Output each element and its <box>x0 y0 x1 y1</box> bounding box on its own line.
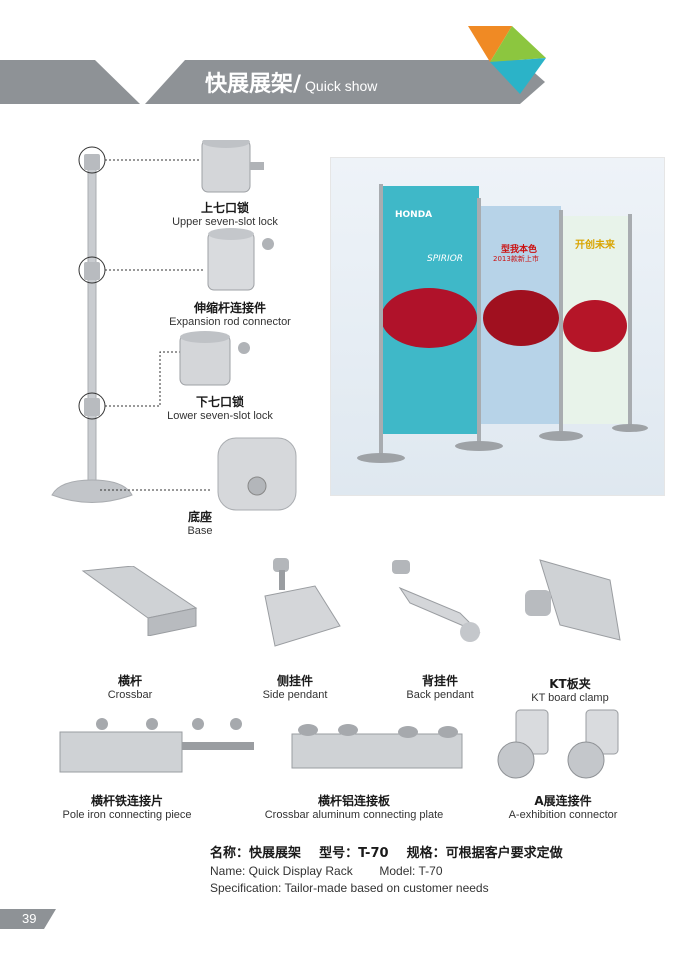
logo-triangles <box>468 26 546 94</box>
a-exhibition-connector-image <box>497 709 619 779</box>
part-base: 底座 Base <box>187 510 213 537</box>
part-expansion-connector: 伸缩杆连接件 Expansion rod connector <box>169 301 291 328</box>
pole-iron-piece-image <box>59 718 254 773</box>
product-specs: 名称：快展展架 型号：T-70 规格：可根据客户要求定做 Name: Quick… <box>210 842 563 895</box>
acc-back-pendant: 背挂件 Back pendant <box>406 674 474 701</box>
acc-pole-iron-piece: 横杆铁连接片 Pole iron connecting piece <box>62 794 192 821</box>
acc-side-pendant: 侧挂件 Side pendant <box>262 674 328 701</box>
kt-clamp-image <box>525 559 621 641</box>
side-pendant-image <box>264 558 341 647</box>
crossbar-image <box>81 566 198 636</box>
title-band <box>0 60 545 104</box>
photo-brand: HONDA <box>395 210 433 220</box>
acc-kt-clamp: KT板夹 KT board clamp <box>531 677 609 704</box>
acc-a-exhibition-connector: A展连接件 A-exhibition connector <box>508 794 618 821</box>
page-number: 39 <box>0 909 56 929</box>
specs-name-model: Name: Quick Display Rack Model: T-70 <box>210 864 443 878</box>
part-upper-lock: 上七口锁 Upper seven-slot lock <box>172 201 278 228</box>
product-photo: HONDA SPIRIOR 型我本色 2013款新上市 开创未来 <box>330 157 665 496</box>
aluminum-plate-image <box>291 724 463 769</box>
specs-specification: Specification: Tailor-made based on cust… <box>210 881 489 895</box>
acc-crossbar: 横杆 Crossbar <box>107 674 153 701</box>
photo-banner3: 开创未来 <box>575 240 615 251</box>
acc-aluminum-plate: 横杆铝连接板 Crossbar aluminum connecting plat… <box>264 794 444 821</box>
photo-model: SPIRIOR <box>427 254 464 264</box>
photo-banner2: 型我本色 <box>501 245 538 255</box>
specs-cn: 名称：快展展架 型号：T-70 规格：可根据客户要求定做 <box>210 846 563 861</box>
page-title: 快展展架/Quick show <box>205 72 378 97</box>
photo-banner2-sub: 2013款新上市 <box>493 255 539 263</box>
stand-diagram <box>51 140 297 511</box>
part-lower-lock: 下七口锁 Lower seven-slot lock <box>167 395 273 422</box>
back-pendant-image <box>392 560 481 642</box>
